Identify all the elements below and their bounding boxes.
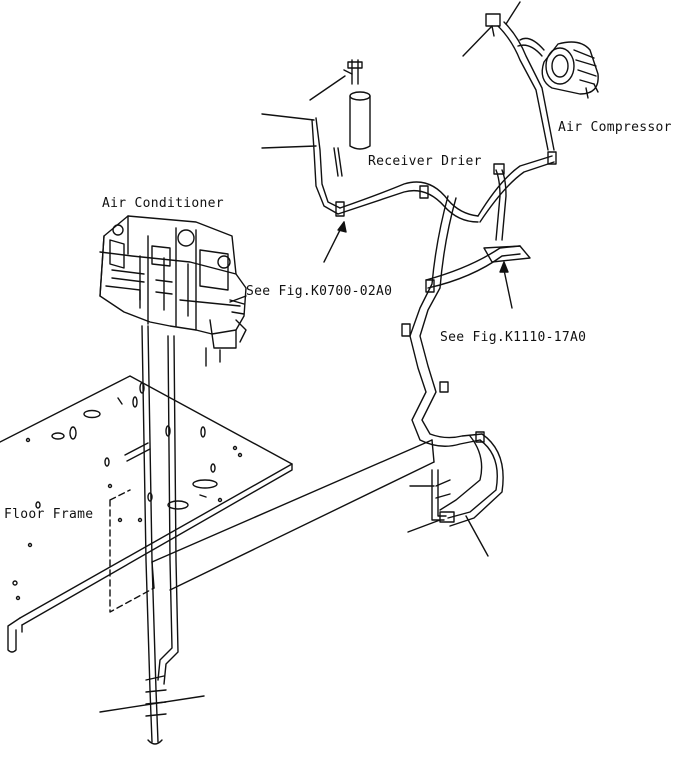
floor-frame-label: Floor Frame [4,507,94,522]
leader-ac-tube [99,695,205,713]
floor-frame-bracket [109,489,155,613]
arrow-fig2 [499,261,509,273]
air-compressor [517,37,599,99]
leader-drier-2 [261,145,317,149]
lower-fittings [431,469,455,523]
air-conditioner-label: Air Conditioner [102,196,224,211]
compressor-hose [497,25,549,151]
leader-compressor-1 [462,25,493,57]
leader-compressor-2 [505,1,521,25]
air-conditioner-tubes [141,325,179,745]
air-conditioner-unit [99,215,247,367]
see-fig-k0700-label: See Fig.K0700-02A0 [246,284,393,299]
floor-frame-channel [151,439,435,591]
drier-hose [315,117,341,209]
leader-fig2 [503,269,513,309]
floor-frame-plate [0,375,293,653]
arrow-drier-clamp [337,221,347,233]
hose-clamps [335,151,557,443]
receiver-drier [333,59,371,177]
leader-ac-fig1 [229,295,247,303]
leader-lower-2 [407,519,441,533]
leader-drier-3 [309,75,346,101]
air-compressor-label: Air Compressor [558,120,672,135]
leader-drier-1 [261,113,315,121]
leader-lower-3 [465,515,489,557]
receiver-drier-label: Receiver Drier [368,154,482,169]
see-fig-k1110-label: See Fig.K1110-17A0 [440,330,587,345]
hose-bracket [483,245,531,263]
refrigerant-hose [337,155,555,527]
